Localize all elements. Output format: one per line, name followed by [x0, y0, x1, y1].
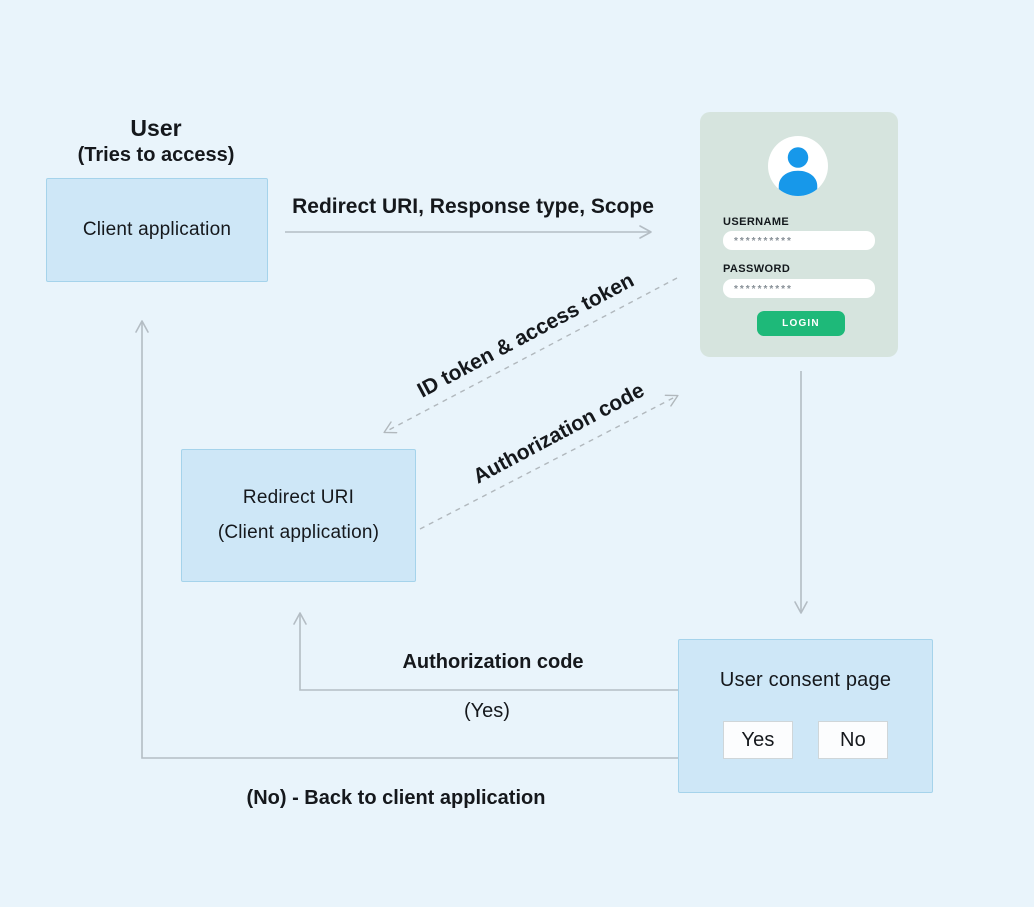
client-application-label: Client application — [82, 219, 232, 240]
username-input[interactable]: ********** — [723, 231, 875, 250]
username-label: USERNAME — [723, 216, 790, 228]
yes-button[interactable]: Yes — [723, 721, 793, 759]
no-back-flow-label: (No) - Back to client application — [246, 787, 546, 809]
yes-flow-label: (Yes) — [464, 700, 510, 722]
user-consent-title: User consent page — [719, 669, 892, 691]
password-input[interactable]: ********** — [723, 279, 875, 298]
request-arrow-label: Redirect URI, Response type, Scope — [292, 195, 654, 218]
dashed-arrow-id-token — [383, 277, 678, 434]
no-button[interactable]: No — [818, 721, 888, 759]
user-consent-box: User consent page Yes No — [678, 639, 933, 793]
user-avatar-icon — [768, 136, 828, 196]
redirect-uri-label: Redirect URI — [242, 487, 355, 508]
user-header: User (Tries to access) — [36, 114, 276, 168]
authorization-code-yes-label: Authorization code — [402, 651, 584, 673]
client-application-box: Client application — [46, 178, 268, 282]
authorization-code-diagonal-label: Authorization code — [469, 378, 649, 489]
login-button[interactable]: LOGIN — [757, 311, 845, 336]
redirect-uri-sublabel: (Client application) — [217, 522, 380, 543]
id-token-arrow-label: ID token & access token — [413, 268, 638, 403]
redirect-uri-box: Redirect URI (Client application) — [181, 449, 416, 582]
user-title: User — [130, 115, 182, 141]
login-card: USERNAME ********** PASSWORD ********** … — [700, 112, 898, 357]
dashed-arrow-authorization-code — [419, 394, 679, 530]
password-label: PASSWORD — [723, 263, 791, 275]
user-subtitle: (Tries to access) — [77, 144, 235, 166]
consent-buttons-row: Yes No — [679, 721, 932, 759]
